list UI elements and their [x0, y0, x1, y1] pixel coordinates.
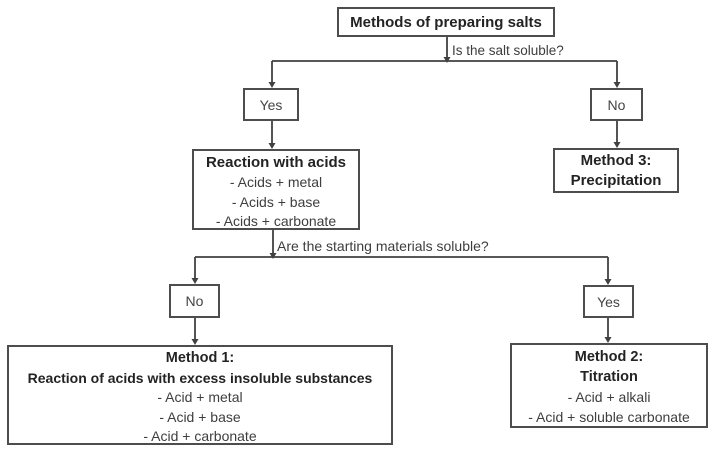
list-item: - Acid + metal	[157, 389, 243, 405]
list-item: - Acid + alkali	[567, 389, 651, 405]
decision-label: Yes	[259, 96, 283, 113]
decision-box-yes-materials-soluble: Yes	[583, 285, 634, 318]
box-method-2-titration: Method 2: Titration - Acid + alkali - Ac…	[510, 343, 708, 428]
box-title: Method 3:	[580, 152, 652, 169]
box-title: Method 1:	[165, 350, 235, 366]
list-item: - Acid + soluble carbonate	[528, 409, 690, 425]
decision-box-no-salt-soluble: No	[590, 88, 643, 121]
box-subtitle: Titration	[580, 369, 638, 385]
question-are-starting-materials-soluble: Are the starting materials soluble?	[277, 238, 489, 254]
box-title: Method 2:	[574, 349, 644, 365]
decision-label: Yes	[597, 293, 620, 310]
list-item: - Acid + carbonate	[143, 428, 257, 444]
list-item: - Acids + base	[231, 193, 321, 210]
root-box-methods-of-preparing-salts: Methods of preparing salts	[337, 7, 555, 37]
box-reaction-with-acids: Reaction with acids - Acids + metal - Ac…	[192, 149, 360, 230]
box-title: Reaction with acids	[205, 154, 347, 171]
box-subtitle: Precipitation	[570, 172, 662, 189]
box-method-3-precipitation: Method 3: Precipitation	[553, 148, 679, 193]
decision-box-yes-salt-soluble: Yes	[243, 88, 299, 121]
list-item: - Acid + base	[159, 408, 241, 425]
box-method-1-reaction-of-acids-with-excess-insoluble-substances: Method 1: Reaction of acids with excess …	[7, 345, 393, 445]
question-is-salt-soluble: Is the salt soluble?	[452, 43, 564, 58]
list-item: - Acids + metal	[229, 174, 323, 190]
root-box-label: Methods of preparing salts	[350, 13, 542, 31]
decision-label: No	[185, 293, 204, 309]
decision-label: No	[607, 96, 626, 113]
decision-box-no-materials-soluble: No	[169, 284, 220, 318]
box-subtitle: Reaction of acids with excess insoluble …	[27, 369, 373, 386]
list-item: - Acids + carbonate	[215, 213, 337, 229]
